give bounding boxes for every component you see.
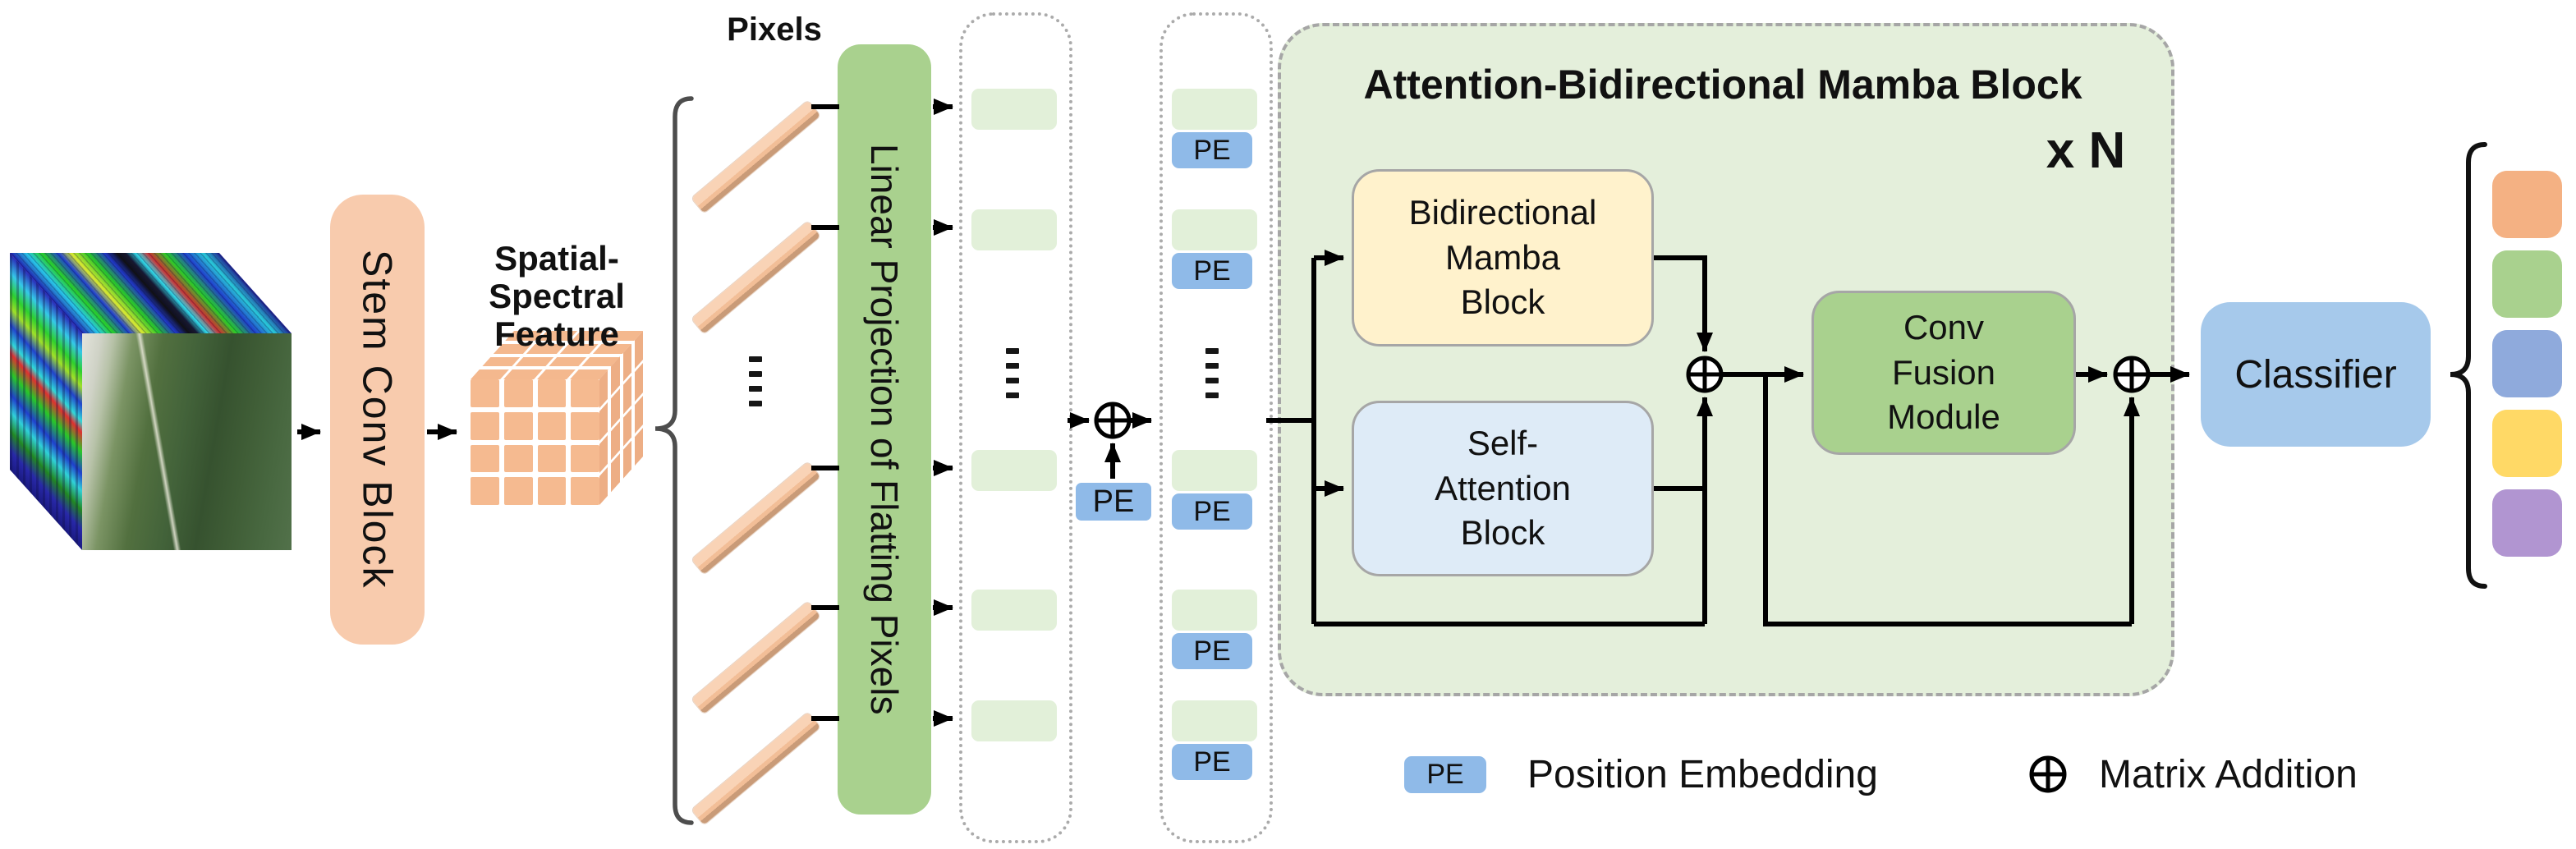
bar-connectors xyxy=(811,104,839,721)
token xyxy=(969,447,1059,493)
pixels-label: Pixels xyxy=(727,11,822,48)
class-swatch xyxy=(2492,250,2562,318)
pe-box-label: PE xyxy=(1193,134,1231,166)
class-swatch xyxy=(2492,410,2562,477)
token xyxy=(969,207,1059,253)
classifier-label: Classifier xyxy=(2234,352,2397,397)
linear-projection-block: Linear Projection of Flatting Pixels xyxy=(838,44,931,815)
self-attention-block: Self- Attention Block xyxy=(1352,401,1654,576)
class-swatch xyxy=(2492,330,2562,397)
pixel-bar xyxy=(691,601,821,714)
pe-box: PE xyxy=(1169,631,1255,672)
pixel-bar xyxy=(691,221,821,334)
pe-box: PE xyxy=(1169,491,1255,532)
spatial-spectral-feature-label: Spatial-Spectral Feature xyxy=(489,239,625,354)
token xyxy=(969,698,1059,744)
matrix-add-icon xyxy=(1094,402,1132,439)
conv-fusion-module: Conv Fusion Module xyxy=(1811,291,2076,455)
pixel-bar xyxy=(691,712,821,825)
stem-conv-block-label: Stem Conv Block xyxy=(354,250,401,590)
pixel-bar xyxy=(691,461,821,575)
pe-box: PE xyxy=(1169,130,1255,171)
class-swatch xyxy=(2492,171,2562,238)
legend-pe-label: Position Embedding xyxy=(1527,753,1878,796)
feature-cube-front-face xyxy=(471,379,599,505)
token-ellipsis-icon xyxy=(1006,348,1019,398)
pe-box-label: PE xyxy=(1193,495,1231,527)
class-swatch xyxy=(2492,489,2562,557)
pe-box-mid-label: PE xyxy=(1092,484,1135,519)
legend-matrix-addition-label: Matrix Addition xyxy=(2099,753,2358,796)
pe-box-mid: PE xyxy=(1073,480,1154,523)
pe-box: PE xyxy=(1169,741,1255,782)
pe-box: PE xyxy=(1169,250,1255,291)
token xyxy=(1169,447,1260,493)
token xyxy=(969,86,1059,132)
legend-matrix-addition-icon xyxy=(2029,755,2067,793)
pixels-brace-icon xyxy=(654,96,694,825)
pe-box-label: PE xyxy=(1193,255,1231,287)
projection-output-arrows xyxy=(933,99,953,727)
token xyxy=(1169,587,1260,633)
container-title: Attention-Bidirectional Mamba Block xyxy=(1363,62,2082,108)
cube-front-face xyxy=(82,333,292,550)
legend-pe-badge: PE xyxy=(1402,754,1489,796)
pixels-ellipsis-icon xyxy=(749,356,762,406)
pe-box-label: PE xyxy=(1193,635,1231,667)
repeat-count-label: x N xyxy=(2046,122,2126,179)
linear-projection-label: Linear Projection of Flatting Pixels xyxy=(863,144,906,715)
position-embedding-flow xyxy=(1068,412,1152,479)
token xyxy=(1169,698,1260,744)
token xyxy=(969,587,1059,633)
pixel-bar xyxy=(691,100,821,213)
legend-pe-badge-label: PE xyxy=(1426,759,1464,790)
pe-box-label: PE xyxy=(1193,746,1231,778)
stem-conv-block: Stem Conv Block xyxy=(330,195,425,645)
classifier-block: Classifier xyxy=(2201,302,2431,447)
token-ellipsis-icon xyxy=(1205,348,1219,398)
token xyxy=(1169,86,1260,132)
classes-brace-icon xyxy=(2450,142,2487,589)
token xyxy=(1169,207,1260,253)
bidirectional-mamba-block: Bidirectional Mamba Block xyxy=(1352,169,1654,346)
